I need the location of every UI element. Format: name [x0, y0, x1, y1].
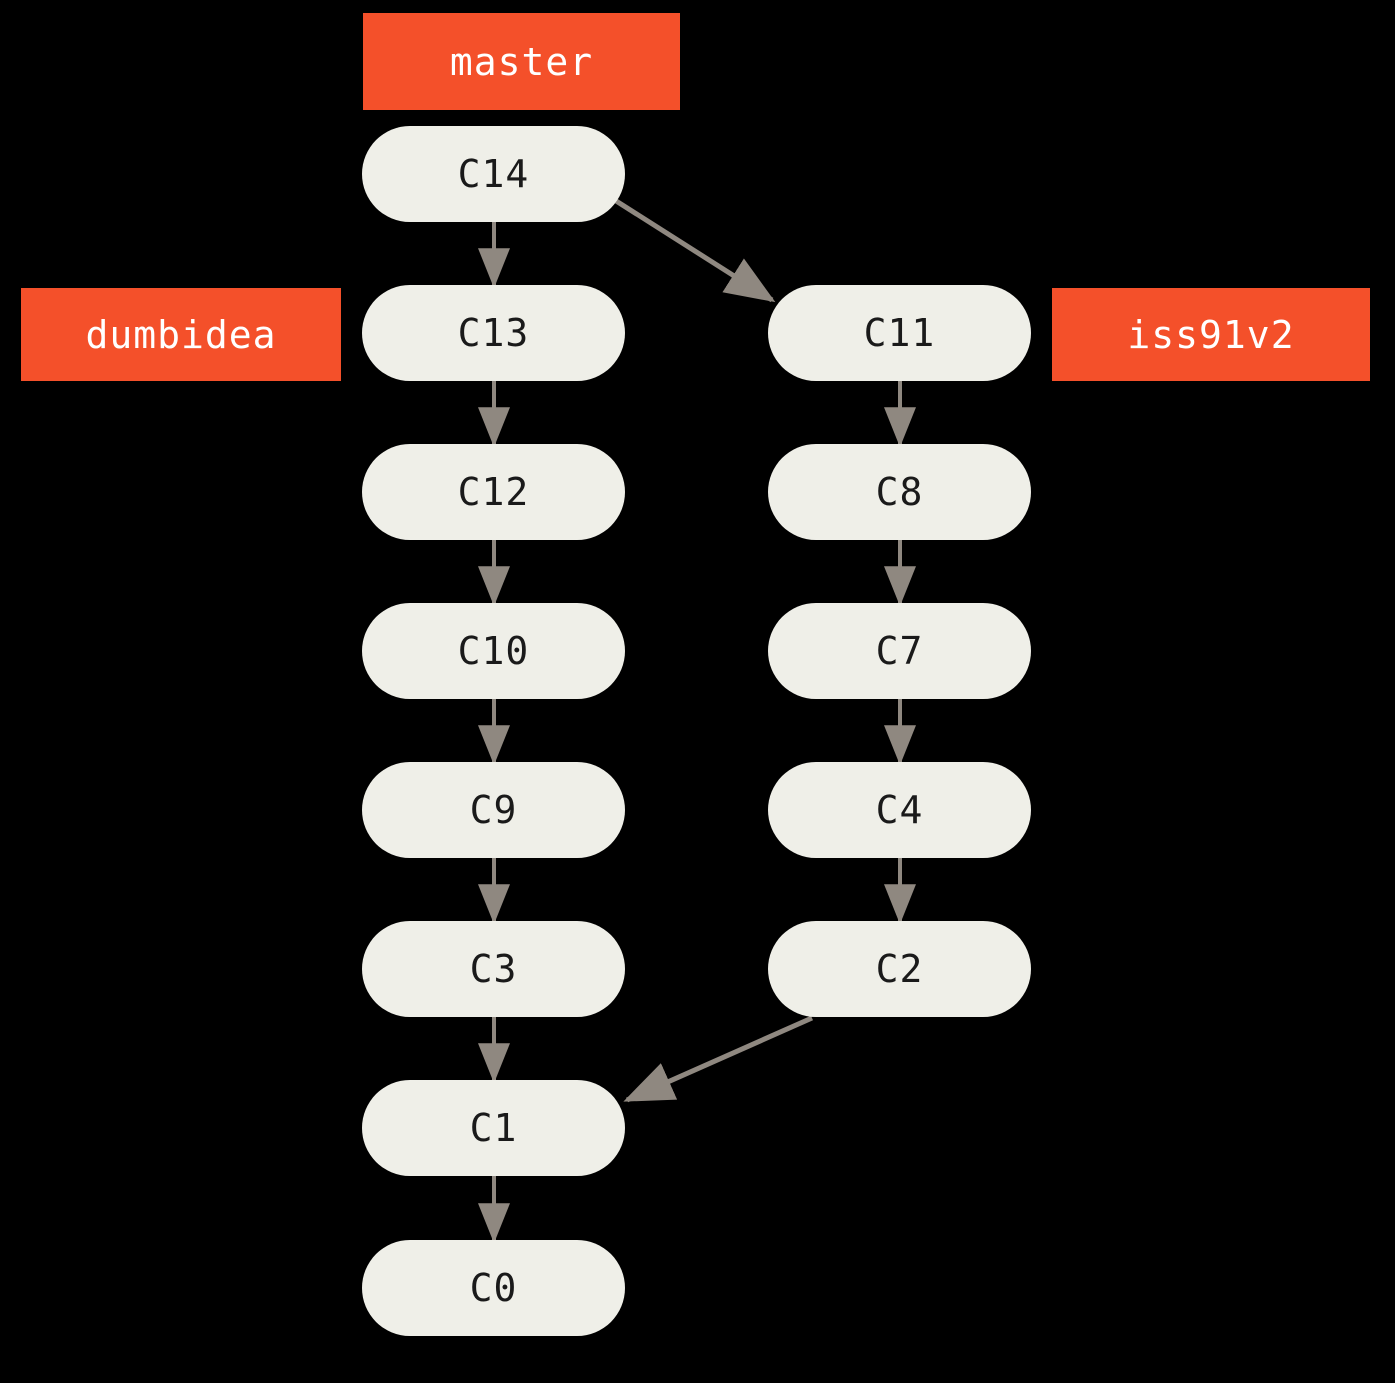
commit-node-C8[interactable]: C8 — [768, 444, 1031, 540]
edge-C14-to-C11 — [611, 196, 776, 303]
branch-label-dumbidea[interactable]: dumbidea — [21, 288, 341, 381]
commit-node-C12[interactable]: C12 — [362, 444, 625, 540]
commit-node-C14[interactable]: C14 — [362, 126, 625, 222]
branch-label-iss91v2[interactable]: iss91v2 — [1052, 288, 1370, 381]
commit-node-C7[interactable]: C7 — [768, 603, 1031, 699]
commit-node-C3[interactable]: C3 — [362, 921, 625, 1017]
commit-node-C10[interactable]: C10 — [362, 603, 625, 699]
branch-label-master[interactable]: master — [363, 13, 680, 110]
commit-node-C0[interactable]: C0 — [362, 1240, 625, 1336]
commit-node-C4[interactable]: C4 — [768, 762, 1031, 858]
commit-node-C11[interactable]: C11 — [768, 285, 1031, 381]
commit-node-C1[interactable]: C1 — [362, 1080, 625, 1176]
edge-C2-to-C1 — [623, 1015, 814, 1103]
commit-node-C2[interactable]: C2 — [768, 921, 1031, 1017]
commit-node-C9[interactable]: C9 — [362, 762, 625, 858]
commit-node-C13[interactable]: C13 — [362, 285, 625, 381]
